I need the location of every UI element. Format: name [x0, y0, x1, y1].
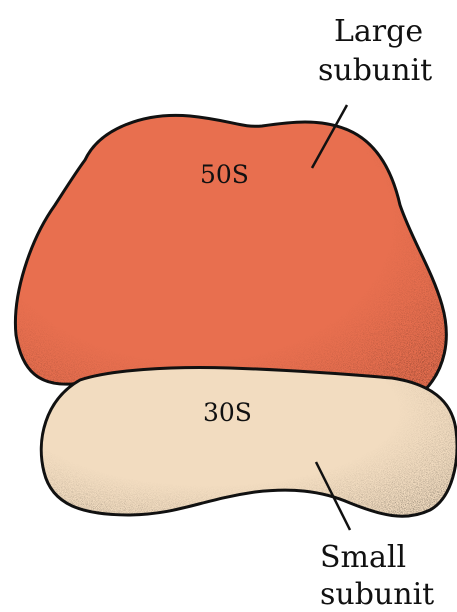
- small-subunit-label-line1: Small: [320, 540, 406, 575]
- large-subunit-sedimentation-label: 50S: [200, 160, 249, 189]
- large-subunit-label-line2: subunit: [318, 53, 432, 88]
- large-subunit-label-line1: Large: [334, 14, 423, 49]
- small-subunit-label-line2: subunit: [320, 577, 434, 612]
- small-subunit: [30, 360, 457, 530]
- small-subunit-sedimentation-label: 30S: [203, 398, 252, 427]
